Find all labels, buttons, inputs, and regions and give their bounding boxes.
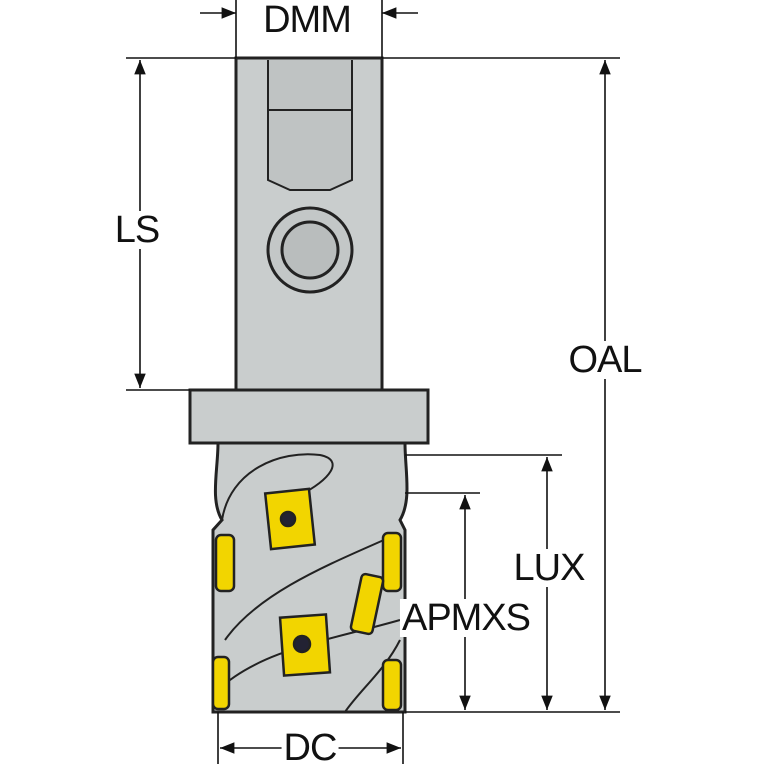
inserts xyxy=(211,487,403,712)
ls-label: LS xyxy=(112,209,162,251)
shank xyxy=(234,56,384,392)
flange xyxy=(188,388,430,445)
apmxs-label: APMXS xyxy=(399,597,533,639)
oal-label: OAL xyxy=(566,339,644,381)
lux-label: LUX xyxy=(511,547,587,589)
dc-label: DC xyxy=(281,727,339,767)
dmm-label: DMM xyxy=(261,0,353,41)
